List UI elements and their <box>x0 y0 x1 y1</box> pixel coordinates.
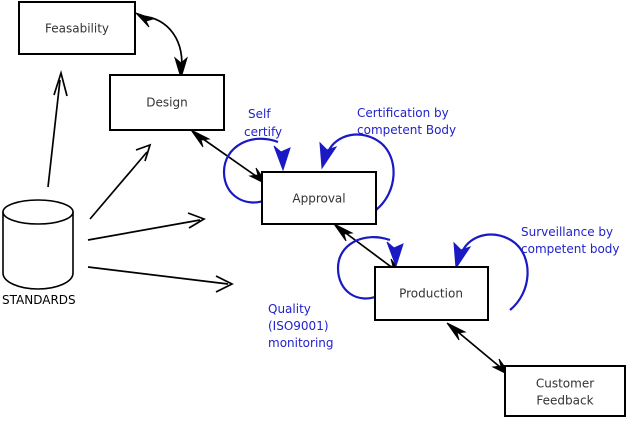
node-feasability[interactable]: Feasability <box>18 1 136 55</box>
customer-feedback-label-line2: Feedback <box>536 394 593 408</box>
connector-standards-to-production <box>87 266 234 293</box>
connector-standards-to-feasability <box>47 69 68 188</box>
surveillance-line2: competent body <box>521 242 620 256</box>
quality-line3: monitoring <box>268 336 334 350</box>
node-production[interactable]: Production <box>374 266 489 321</box>
connector-standards-to-approval <box>87 212 206 241</box>
standards-label: STANDARDS <box>2 293 76 307</box>
certification-line2: competent Body <box>357 123 456 137</box>
annotation-quality-iso9001-monitoring: Quality (ISO9001) monitoring <box>268 302 334 350</box>
surveillance-line1: Surveillance by <box>521 225 613 239</box>
connector-standards-to-design <box>89 143 152 220</box>
approval-label: Approval <box>292 192 345 206</box>
self-certify-line1: Self <box>248 107 271 121</box>
annotation-certification-by-competent-body: Certification by competent Body <box>357 106 456 137</box>
quality-line2: (ISO9001) <box>268 319 329 333</box>
design-label: Design <box>146 96 187 110</box>
loop-surveillance <box>453 233 529 311</box>
annotation-surveillance-by-competent-body: Surveillance by competent body <box>521 225 620 256</box>
annotation-self-certify: Self certify <box>244 107 282 139</box>
self-certify-line2: certify <box>244 125 282 139</box>
node-customer-feedback[interactable]: Customer Feedback <box>504 365 626 417</box>
certification-line1: Certification by <box>357 106 449 120</box>
connector-design-to-feasability <box>135 12 188 80</box>
feasability-label: Feasability <box>45 22 109 36</box>
loop-quality-monitoring <box>336 236 404 300</box>
production-label: Production <box>399 287 463 301</box>
node-design[interactable]: Design <box>109 74 225 131</box>
loop-self-certify <box>222 137 291 204</box>
customer-feedback-label-line1: Customer <box>536 377 594 391</box>
node-standards[interactable]: STANDARDS <box>2 199 76 307</box>
quality-line1: Quality <box>268 302 311 316</box>
loop-certification <box>319 133 395 211</box>
node-approval[interactable]: Approval <box>261 171 377 225</box>
connector-customer-feedback-to-production <box>446 322 512 377</box>
